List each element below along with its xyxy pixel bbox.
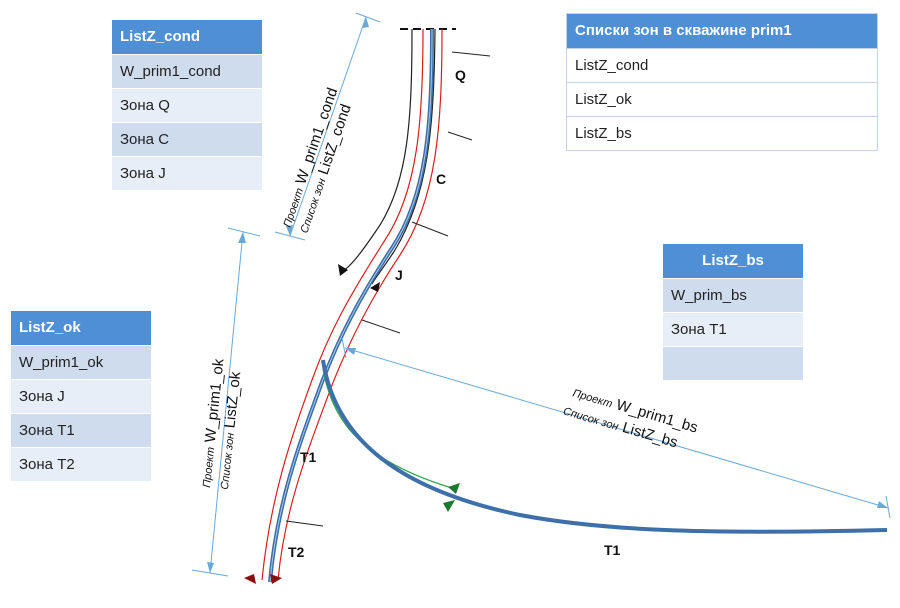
ok-black-line: [371, 28, 436, 285]
table-bs-row: Зона T1: [663, 312, 803, 346]
dim-ok-line2-name: ListZ_ok: [221, 370, 244, 429]
green-marker-bottom: [443, 500, 455, 512]
zone-tick-c: [447, 131, 473, 141]
green-marker-top: [448, 483, 460, 494]
dim-ok-line1-italic: Проект: [201, 446, 217, 488]
casing-red-left: [261, 28, 424, 581]
table-listz-ok: ListZ_ok W_prim1_ok Зона J Зона T1 Зона …: [11, 311, 151, 481]
table-lists-row: ListZ_cond: [567, 48, 877, 82]
table-zone-lists: Списки зон в скважине prim1 ListZ_cond L…: [566, 13, 878, 151]
main-wellbore-inner: [269, 28, 433, 583]
cond-end-marker: [338, 264, 348, 276]
table-listz-cond: ListZ_cond W_prim1_cond Зона Q Зона C Зо…: [112, 20, 262, 190]
table-cond-row: Зона J: [112, 156, 262, 190]
dim-line-ok: [191, 227, 261, 577]
dim-text-bs: Проект W_prim1_bs Список зон ListZ_bs: [562, 387, 700, 451]
dim-ok-line2-italic: Список зон: [219, 432, 237, 490]
table-ok-title: ListZ_ok: [11, 311, 151, 345]
dim-line-bs: [341, 337, 891, 519]
table-lists-row: ListZ_bs: [567, 116, 877, 150]
table-ok-row: Зона T1: [11, 413, 151, 447]
zone-tick-t1: [361, 319, 401, 334]
table-listz-bs: ListZ_bs W_prim_bs Зона T1: [663, 244, 803, 380]
dim-bs-line1-italic: Проект: [571, 387, 614, 410]
zone-tick-t2: [285, 520, 324, 527]
zone-label-t2: T2: [288, 544, 305, 560]
table-bs-title: ListZ_bs: [663, 244, 803, 278]
table-cond-title: ListZ_cond: [112, 20, 262, 54]
casing-red-right: [277, 28, 443, 581]
conductor-black-line: [339, 28, 413, 273]
dim-line-cond: [274, 12, 381, 241]
zone-tick-j: [411, 221, 449, 237]
zone-tick-q: [451, 51, 491, 57]
table-ok-row: Зона J: [11, 379, 151, 413]
sidetrack-wellbore: [321, 359, 888, 534]
table-ok-row: W_prim1_ok: [11, 345, 151, 379]
bottom-marker-left: [244, 574, 256, 584]
dim-text-cond: Проект W_prim1_cond Список зон ListZ_con…: [281, 86, 354, 235]
table-bs-row: W_prim_bs: [663, 278, 803, 312]
zone-label-q: Q: [455, 67, 466, 83]
zone-label-t1-side: T1: [604, 542, 621, 558]
table-bs-row: [663, 346, 803, 380]
table-cond-row: Зона Q: [112, 88, 262, 122]
zone-label-t1-main: T1: [300, 449, 317, 465]
table-lists-row: ListZ_ok: [567, 82, 877, 116]
table-ok-row: Зона T2: [11, 447, 151, 481]
sidetrack-green-line: [321, 361, 453, 489]
zone-label-c: C: [436, 171, 446, 187]
svg-text:Список зон ListZ_ok: Список зон ListZ_ok: [215, 370, 244, 490]
table-lists-title: Списки зон в скважине prim1: [567, 14, 877, 48]
dim-text-ok: Проект W_prim1_ok Список зон ListZ_ok: [201, 357, 244, 490]
j-marker: [370, 282, 380, 292]
table-cond-row: Зона C: [112, 122, 262, 156]
table-cond-row: W_prim1_cond: [112, 54, 262, 88]
bottom-marker-right: [270, 574, 282, 584]
zone-label-j: J: [395, 267, 403, 283]
